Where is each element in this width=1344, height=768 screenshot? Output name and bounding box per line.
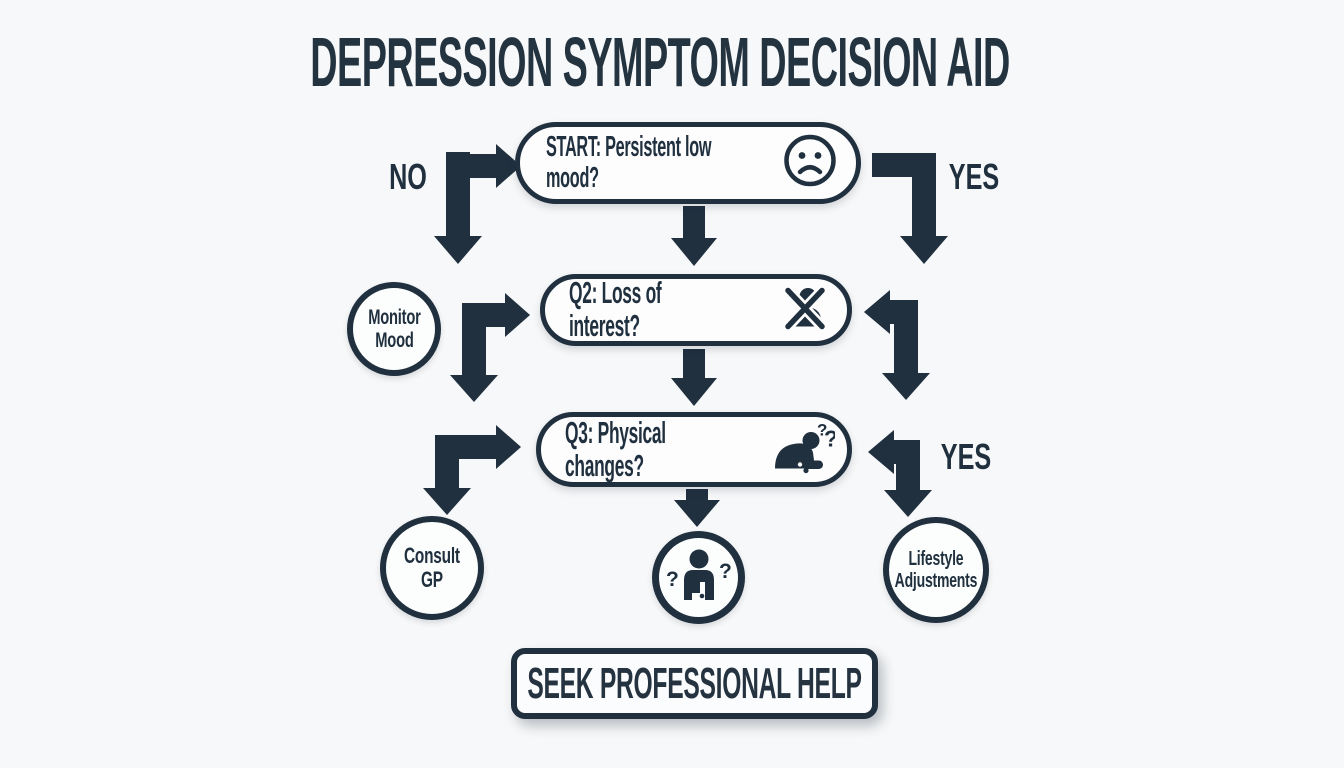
arrow-start-to-q2 [671,206,717,266]
arrow-q3-right-branch [868,430,932,517]
node-consult-gp: Consult GP [380,516,484,620]
arrow-q3-left-branch [423,425,521,515]
node-start: START: Persistent low mood? [515,122,861,204]
node-seek-professional-help: SEEK PROFESSIONAL HELP [511,648,878,719]
question-mark-glyph: ? [719,560,732,583]
question-mark-glyph: ? [817,420,827,439]
slumped-person-icon: ? ? [767,418,838,481]
node-q2-label: Q2: Loss of interest? [569,275,662,343]
arrow-q2-right-branch [864,290,930,400]
question-mark-glyph: ? [666,568,679,591]
node-q3-label: Q3: Physical changes? [565,414,666,483]
arrow-q2-left-branch [450,293,530,402]
arrow-q2-to-q3 [671,349,717,406]
node-q3: Q3: Physical changes? ? ? [536,412,852,487]
arrow-q3-to-unknown [674,489,720,527]
sad-face-icon [782,133,838,194]
crossed-out-person-icon [777,281,831,340]
arrow-yes-start [872,153,948,264]
page-title-text: DEPRESSION SYMPTOM DECISION AID [310,23,1010,101]
node-start-label: START: Persistent low mood? [546,131,712,194]
node-q2: Q2: Loss of interest? [540,274,852,346]
node-lifestyle-adjustments: Lifestyle Adjustments [883,517,989,623]
arrow-no-branch [434,144,521,264]
node-unknown-outcome: ? ? [652,531,745,624]
node-monitor-mood: Monitor Mood [347,282,441,376]
person-question-icon: ? ? [664,544,734,611]
page-title: DEPRESSION SYMPTOM DECISION AID [0,22,1320,101]
question-mark-glyph: ? [824,425,835,451]
